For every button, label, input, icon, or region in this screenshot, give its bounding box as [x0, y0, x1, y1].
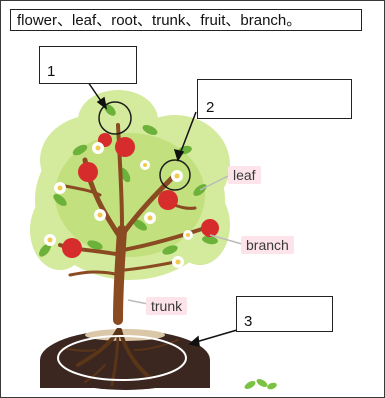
label-trunk: trunk — [146, 297, 188, 315]
roots — [61, 328, 179, 387]
label-leaf: leaf — [228, 166, 261, 184]
seedling — [244, 379, 277, 390]
label-leader-lines — [127, 175, 243, 305]
answer-box-3[interactable] — [236, 296, 333, 332]
highlight-circles — [98, 101, 191, 191]
highlight-circle-flower-right — [159, 159, 191, 191]
highlight-circle-flower-top — [98, 101, 132, 135]
arrows — [87, 81, 238, 347]
answer-box-1[interactable] — [39, 46, 137, 84]
fruits — [62, 133, 219, 258]
flowers — [44, 142, 193, 268]
answer-box-3-number: 3 — [244, 313, 253, 330]
word-bank: flower、leaf、root、trunk、fruit、branch。 — [10, 9, 362, 31]
answer-box-1-number: 1 — [47, 63, 56, 80]
answer-box-2-number: 2 — [206, 99, 215, 116]
label-branch: branch — [241, 236, 294, 254]
answer-box-2[interactable] — [197, 79, 352, 119]
highlight-ellipse-root — [57, 335, 187, 381]
